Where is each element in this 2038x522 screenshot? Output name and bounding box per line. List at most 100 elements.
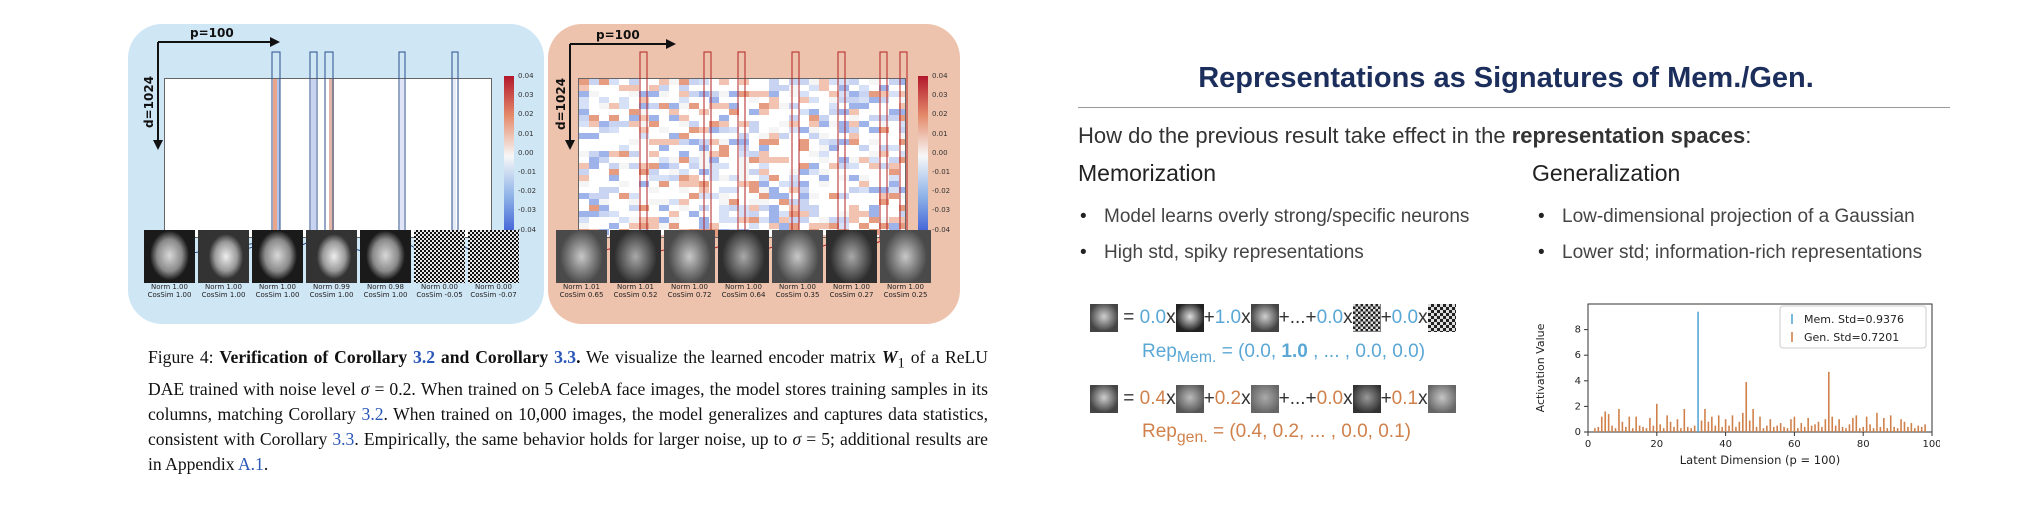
heatmap-cell xyxy=(669,211,679,217)
heatmap-cell xyxy=(729,109,739,115)
corollary-3-2-link[interactable]: 3.2 xyxy=(361,403,384,424)
heatmap-cell xyxy=(879,151,889,157)
appendix-link[interactable]: A.1 xyxy=(237,453,264,474)
heatmap-cell xyxy=(889,109,899,115)
heatmap-cell xyxy=(599,127,609,133)
heatmap-cell xyxy=(759,103,769,109)
corollary-3-3-link[interactable]: 3.3 xyxy=(554,347,577,367)
heatmap-cell xyxy=(899,127,909,133)
heatmap-cell xyxy=(719,103,729,109)
heatmap-cell xyxy=(859,85,869,91)
heatmap-cell xyxy=(599,97,609,103)
thumb-norm: Norm 0.99 xyxy=(313,283,350,291)
heatmap-cell xyxy=(869,79,879,85)
heatmap-cell xyxy=(899,109,909,115)
heatmap-cell xyxy=(769,193,779,199)
heatmap-cell xyxy=(809,223,819,229)
heatmap-cell xyxy=(789,205,799,211)
heatmap-cell xyxy=(619,103,629,109)
heatmap-cell xyxy=(779,199,789,205)
thumb-cossim: CosSim 1.00 xyxy=(147,291,192,299)
heatmap-cell xyxy=(639,121,649,127)
thumb-norm: Norm 1.01 xyxy=(563,283,600,291)
heatmap-cell xyxy=(609,127,619,133)
x-tick-label: 40 xyxy=(1719,439,1732,450)
caption-text: . Empirically, the same behavior holds f… xyxy=(354,428,793,449)
slide-title: Representations as Signatures of Mem./Ge… xyxy=(1198,62,1814,94)
heatmap-cell xyxy=(579,121,589,127)
heatmap-cell xyxy=(869,97,879,103)
heatmap-cell xyxy=(599,187,609,193)
heatmap-cell xyxy=(609,223,619,229)
heatmap-cell xyxy=(649,91,659,97)
heatmap-cell xyxy=(709,157,719,163)
heatmap-cell xyxy=(629,199,639,205)
heatmap-cell xyxy=(719,115,729,121)
heatmap-cell xyxy=(589,193,599,199)
heatmap-cell xyxy=(889,217,899,223)
x-tick-label: 80 xyxy=(1857,439,1870,450)
x-tick-label: 20 xyxy=(1650,439,1663,450)
blurry-face-icon xyxy=(1352,385,1381,413)
heatmap-cell xyxy=(859,91,869,97)
heatmap-cell xyxy=(709,193,719,199)
heatmap-cell xyxy=(679,205,689,211)
heatmap-cell xyxy=(869,157,879,163)
heatmap-cell xyxy=(849,79,859,85)
heatmap-cell xyxy=(879,223,889,229)
heatmap-cell xyxy=(899,151,909,157)
heatmap-cell xyxy=(709,139,719,145)
heatmap-cell xyxy=(659,85,669,91)
heatmap-cell xyxy=(749,127,759,133)
heatmap-cell xyxy=(769,223,779,229)
heatmap-cell xyxy=(739,175,749,181)
heatmap-cell xyxy=(799,79,809,85)
heatmap-cell xyxy=(819,85,829,91)
heatmap-cell xyxy=(829,79,839,85)
heatmap-cell xyxy=(829,91,839,97)
heatmap-cell xyxy=(899,79,909,85)
generalization-representation: Repgen. = (0.4, 0.2, ... , 0.0, 0.1) xyxy=(1142,421,1411,446)
caption-prefix: Figure 4: xyxy=(148,347,220,367)
heatmap-cell xyxy=(629,223,639,229)
heatmap-cell xyxy=(649,217,659,223)
heatmap-cell xyxy=(849,127,859,133)
heatmap-cell xyxy=(649,163,659,169)
heatmap-cell xyxy=(719,163,729,169)
heatmap-cell xyxy=(639,115,649,121)
heatmap-cell xyxy=(579,217,589,223)
colorbar-tick: -0.01 xyxy=(518,168,537,176)
caption-bold-title: Verification of Corollary 3.2 and Coroll… xyxy=(219,347,581,367)
caption-text: . When trained on 10,000 images, the mod… xyxy=(148,403,988,449)
corollary-3-2-link[interactable]: 3.2 xyxy=(413,347,436,367)
heatmap-cell xyxy=(689,157,699,163)
caption-text: We visualize the learned encoder matrix xyxy=(580,347,882,367)
heatmap-cell xyxy=(679,97,689,103)
heatmap-cell xyxy=(859,175,869,181)
heatmap-cell xyxy=(829,223,839,229)
heatmap-cell xyxy=(639,127,649,133)
heatmap-cell xyxy=(879,193,889,199)
heatmap-cell xyxy=(829,145,839,151)
heatmap-cell xyxy=(799,193,809,199)
heatmap-cell xyxy=(769,91,779,97)
colorbar-tick: -0.02 xyxy=(518,187,537,196)
memorized-face-icon xyxy=(1250,304,1279,332)
heatmap-cell xyxy=(639,163,649,169)
heatmap-cell xyxy=(609,211,619,217)
heatmap-cell xyxy=(899,115,909,121)
heatmap-cell xyxy=(609,79,619,85)
thumb-norm: Norm 1.00 xyxy=(833,283,870,291)
heatmap-cell xyxy=(659,79,669,85)
legend-entry: Gen. Std=0.7201 xyxy=(1804,331,1899,344)
heatmap-cell xyxy=(889,115,899,121)
heatmap-cell xyxy=(849,115,859,121)
heatmap-cell xyxy=(819,181,829,187)
heatmap-cell xyxy=(779,181,789,187)
heatmap-cell xyxy=(719,211,729,217)
heatmap-cell xyxy=(629,109,639,115)
heatmap-cell xyxy=(899,157,909,163)
heatmap-cell xyxy=(849,217,859,223)
corollary-3-3-link[interactable]: 3.3 xyxy=(332,428,355,449)
